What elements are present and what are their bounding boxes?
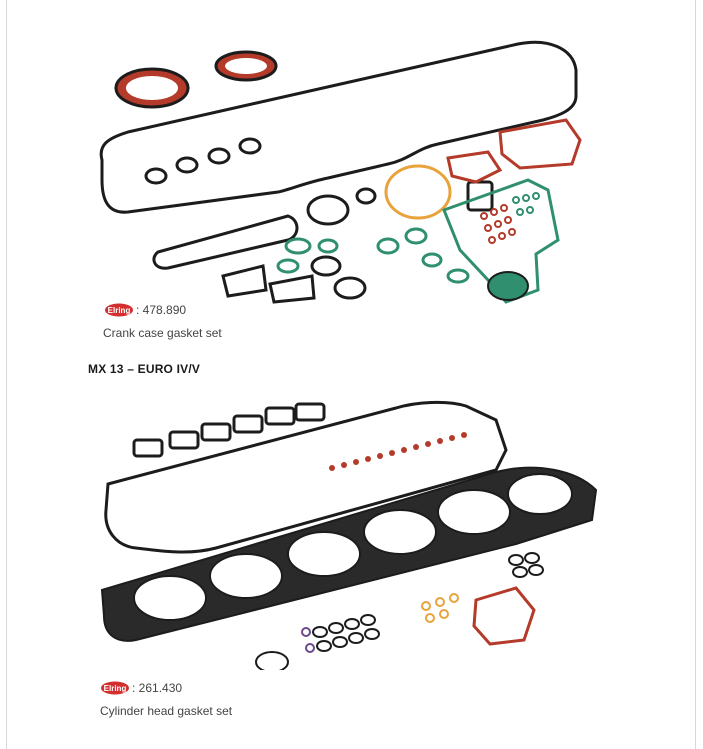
section-heading: MX 13 – EURO IV/V — [88, 362, 201, 376]
product-description: Crank case gasket set — [103, 326, 222, 340]
product-description: Cylinder head gasket set — [100, 704, 233, 718]
cylinder-head-gasket-set-image — [100, 400, 598, 670]
product-code: : 261.430 — [132, 681, 183, 695]
crank-case-gasket-set-image — [99, 40, 582, 304]
product-code: : 478.890 — [136, 303, 187, 317]
logo-text: Elring — [104, 684, 127, 693]
logo-text: Elring — [108, 306, 131, 315]
product-code-row: Elring : 478.890 — [104, 303, 186, 317]
elring-logo-icon: Elring — [105, 303, 133, 317]
elring-logo-icon: Elring — [101, 681, 129, 695]
product-code-row: Elring : 261.430 — [100, 681, 182, 695]
